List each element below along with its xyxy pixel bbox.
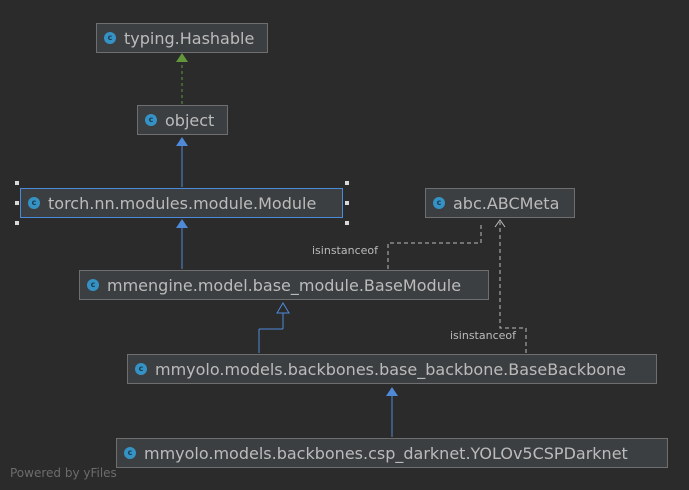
selection-handle[interactable] bbox=[345, 201, 349, 205]
node-base-module[interactable]: c mmengine.model.base_module.BaseModule bbox=[79, 270, 489, 300]
arrow-object bbox=[176, 137, 188, 146]
class-icon: c bbox=[135, 363, 147, 375]
node-object[interactable]: c object bbox=[137, 105, 228, 135]
node-base-backbone[interactable]: c mmyolo.models.backbones.base_backbone.… bbox=[127, 354, 657, 384]
node-torch-module[interactable]: c torch.nn.modules.module.Module bbox=[20, 188, 343, 218]
node-label: mmengine.model.base_module.BaseModule bbox=[107, 275, 462, 295]
arrow-hashable bbox=[176, 53, 188, 62]
selection-handle[interactable] bbox=[15, 201, 19, 205]
edge-label-isinstanceof: isinstanceof bbox=[450, 329, 516, 342]
selection-handle[interactable] bbox=[15, 221, 19, 225]
node-abc-abcmeta[interactable]: c abc.ABCMeta bbox=[425, 188, 575, 218]
selection-handle[interactable] bbox=[15, 181, 19, 185]
selection-handle[interactable] bbox=[345, 181, 349, 185]
class-icon: c bbox=[28, 197, 40, 209]
class-icon: c bbox=[104, 32, 116, 44]
node-label: mmyolo.models.backbones.base_backbone.Ba… bbox=[155, 359, 626, 379]
selection-handle[interactable] bbox=[345, 221, 349, 225]
node-label: abc.ABCMeta bbox=[453, 193, 560, 213]
node-label: typing.Hashable bbox=[124, 28, 255, 48]
powered-by-text: Powered by yFiles bbox=[10, 466, 117, 480]
edge-label-isinstanceof: isinstanceof bbox=[312, 244, 378, 257]
edge-basemodule-abcmeta bbox=[387, 222, 482, 269]
class-icon: c bbox=[433, 197, 445, 209]
arrow-basemodule bbox=[276, 302, 290, 314]
arrow-module bbox=[176, 219, 188, 228]
node-label: object bbox=[165, 110, 215, 130]
node-yolov5-csp-darknet[interactable]: c mmyolo.models.backbones.csp_darknet.YO… bbox=[116, 438, 668, 468]
class-icon: c bbox=[145, 114, 157, 126]
node-typing-hashable[interactable]: c typing.Hashable bbox=[96, 23, 268, 53]
node-label: torch.nn.modules.module.Module bbox=[48, 193, 317, 213]
edge-basebackbone-abcmeta bbox=[499, 222, 527, 353]
arrow-abcmeta bbox=[494, 219, 506, 228]
node-label: mmyolo.models.backbones.csp_darknet.YOLO… bbox=[144, 443, 628, 463]
class-icon: c bbox=[87, 279, 99, 291]
arrow-basebackbone bbox=[386, 387, 398, 396]
class-icon: c bbox=[124, 447, 136, 459]
